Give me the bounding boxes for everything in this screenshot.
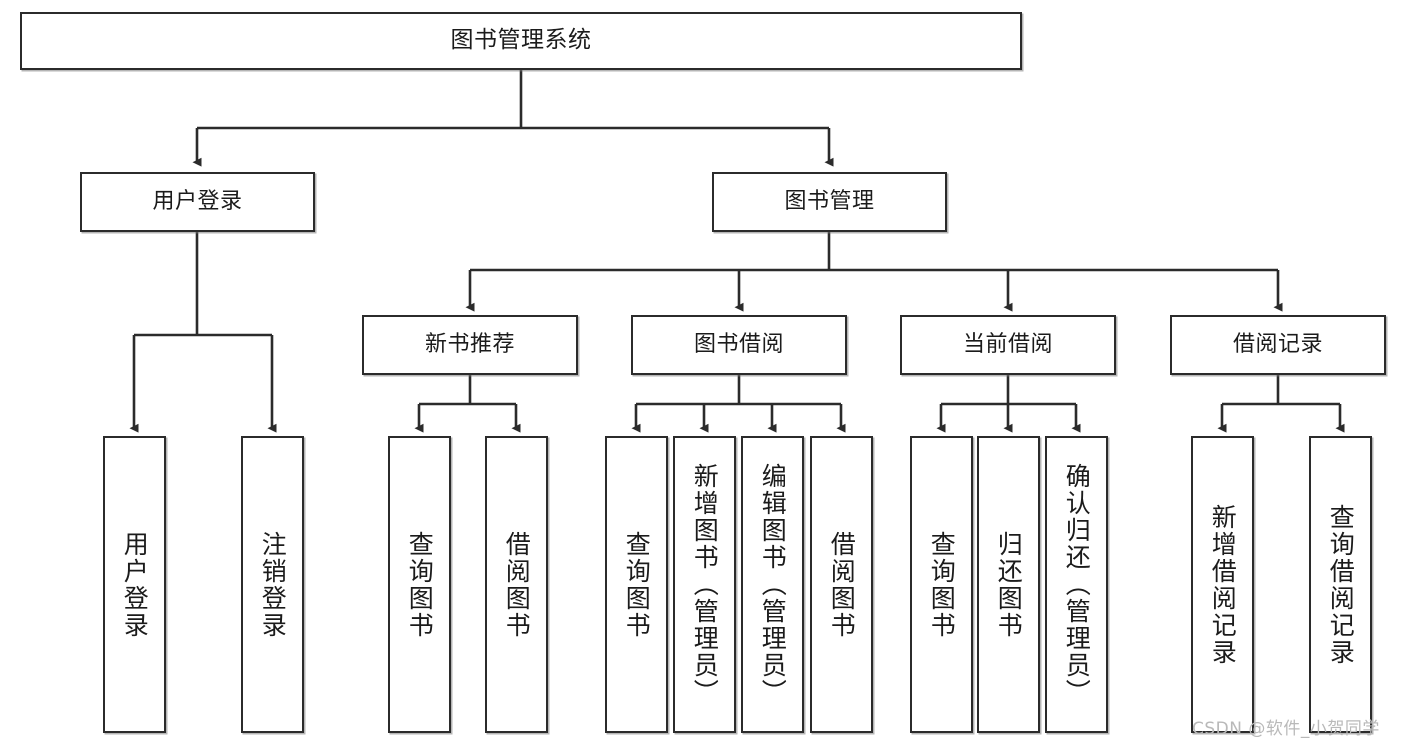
node-label: 当前借阅 — [962, 332, 1053, 358]
leaf-new-book-query[interactable]: 查询图书 — [388, 436, 451, 733]
node-label: 图书借阅 — [693, 332, 784, 358]
node-label: 借阅记录 — [1232, 332, 1323, 358]
node-label: 新增图书（管理员） — [690, 463, 720, 706]
leaf-user-login-signout[interactable]: 注销登录 — [241, 436, 304, 733]
node-book-borrow[interactable]: 图书借阅 — [631, 315, 847, 375]
leaf-user-login-signin[interactable]: 用户登录 — [103, 436, 166, 733]
node-label: 查询图书 — [927, 530, 957, 639]
node-label: 查询图书 — [622, 530, 652, 639]
node-label: 归还图书 — [994, 530, 1024, 639]
node-label: 注销登录 — [258, 530, 288, 639]
node-label: 借阅图书 — [502, 530, 532, 639]
node-label: 新书推荐 — [424, 332, 515, 358]
leaf-book-borrow-edit[interactable]: 编辑图书（管理员） — [741, 436, 804, 733]
node-label: 确认归还（管理员） — [1062, 463, 1092, 706]
node-label: 用户登录 — [152, 189, 243, 215]
node-label: 用户登录 — [120, 530, 150, 639]
leaf-borrow-record-add[interactable]: 新增借阅记录 — [1191, 436, 1254, 733]
leaf-borrow-record-query[interactable]: 查询借阅记录 — [1309, 436, 1372, 733]
node-root-book-management-system[interactable]: 图书管理系统 — [20, 12, 1022, 70]
leaf-current-borrow-return[interactable]: 归还图书 — [977, 436, 1040, 733]
node-user-login[interactable]: 用户登录 — [80, 172, 315, 232]
node-book-management[interactable]: 图书管理 — [712, 172, 947, 232]
node-borrow-record[interactable]: 借阅记录 — [1170, 315, 1386, 375]
node-label: 查询图书 — [405, 530, 435, 639]
node-label: 图书管理 — [784, 189, 875, 215]
leaf-book-borrow-add[interactable]: 新增图书（管理员） — [673, 436, 736, 733]
node-new-book-recommend[interactable]: 新书推荐 — [362, 315, 578, 375]
leaf-current-borrow-confirm-return[interactable]: 确认归还（管理员） — [1045, 436, 1108, 733]
node-label: 编辑图书（管理员） — [758, 463, 788, 706]
node-label: 新增借阅记录 — [1208, 503, 1238, 666]
node-label: 查询借阅记录 — [1326, 503, 1356, 666]
leaf-current-borrow-query[interactable]: 查询图书 — [910, 436, 973, 733]
leaf-book-borrow-query[interactable]: 查询图书 — [605, 436, 668, 733]
node-label: 借阅图书 — [827, 530, 857, 639]
leaf-new-book-borrow[interactable]: 借阅图书 — [485, 436, 548, 733]
node-label: 图书管理系统 — [450, 27, 592, 54]
node-current-borrow[interactable]: 当前借阅 — [900, 315, 1116, 375]
leaf-book-borrow-lend[interactable]: 借阅图书 — [810, 436, 873, 733]
